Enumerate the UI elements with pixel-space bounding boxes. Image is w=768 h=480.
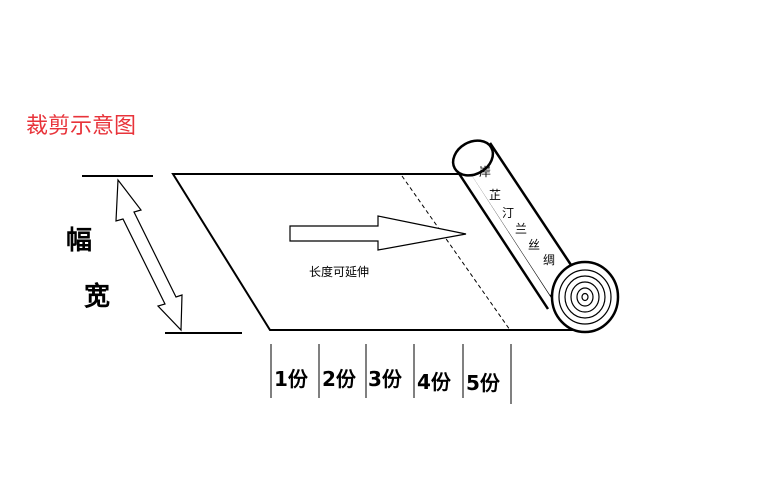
brand-char-1: 岸 [479, 165, 491, 179]
brand-char-5: 丝 [528, 238, 540, 252]
brand-char-2: 芷 [489, 188, 501, 202]
roll-bottom-edge [454, 168, 550, 310]
length-label: 长度可延伸 [309, 264, 369, 279]
brand-char-6: 绸 [543, 253, 555, 267]
width-double-arrow [115, 178, 183, 332]
segment-label-1: 1份 [274, 367, 309, 391]
segment-label-5: 5份 [466, 371, 501, 395]
brand-char-3: 汀 [502, 206, 514, 220]
width-label-2: 宽 [84, 281, 110, 312]
roll-front-end [550, 260, 620, 334]
length-arrow [289, 215, 467, 251]
cut-line [401, 175, 511, 331]
segment-label-3: 3份 [368, 367, 403, 391]
brand-char-4: 兰 [515, 222, 527, 236]
width-label-1: 幅 [66, 226, 92, 256]
roll-back-end [451, 139, 495, 177]
roll-top-edge [488, 142, 585, 284]
segment-label-2: 2份 [322, 367, 357, 391]
segment-label-4: 4份 [417, 370, 452, 394]
diagram-title: 裁剪示意图 [26, 114, 136, 139]
segment-dividers [270, 344, 512, 404]
